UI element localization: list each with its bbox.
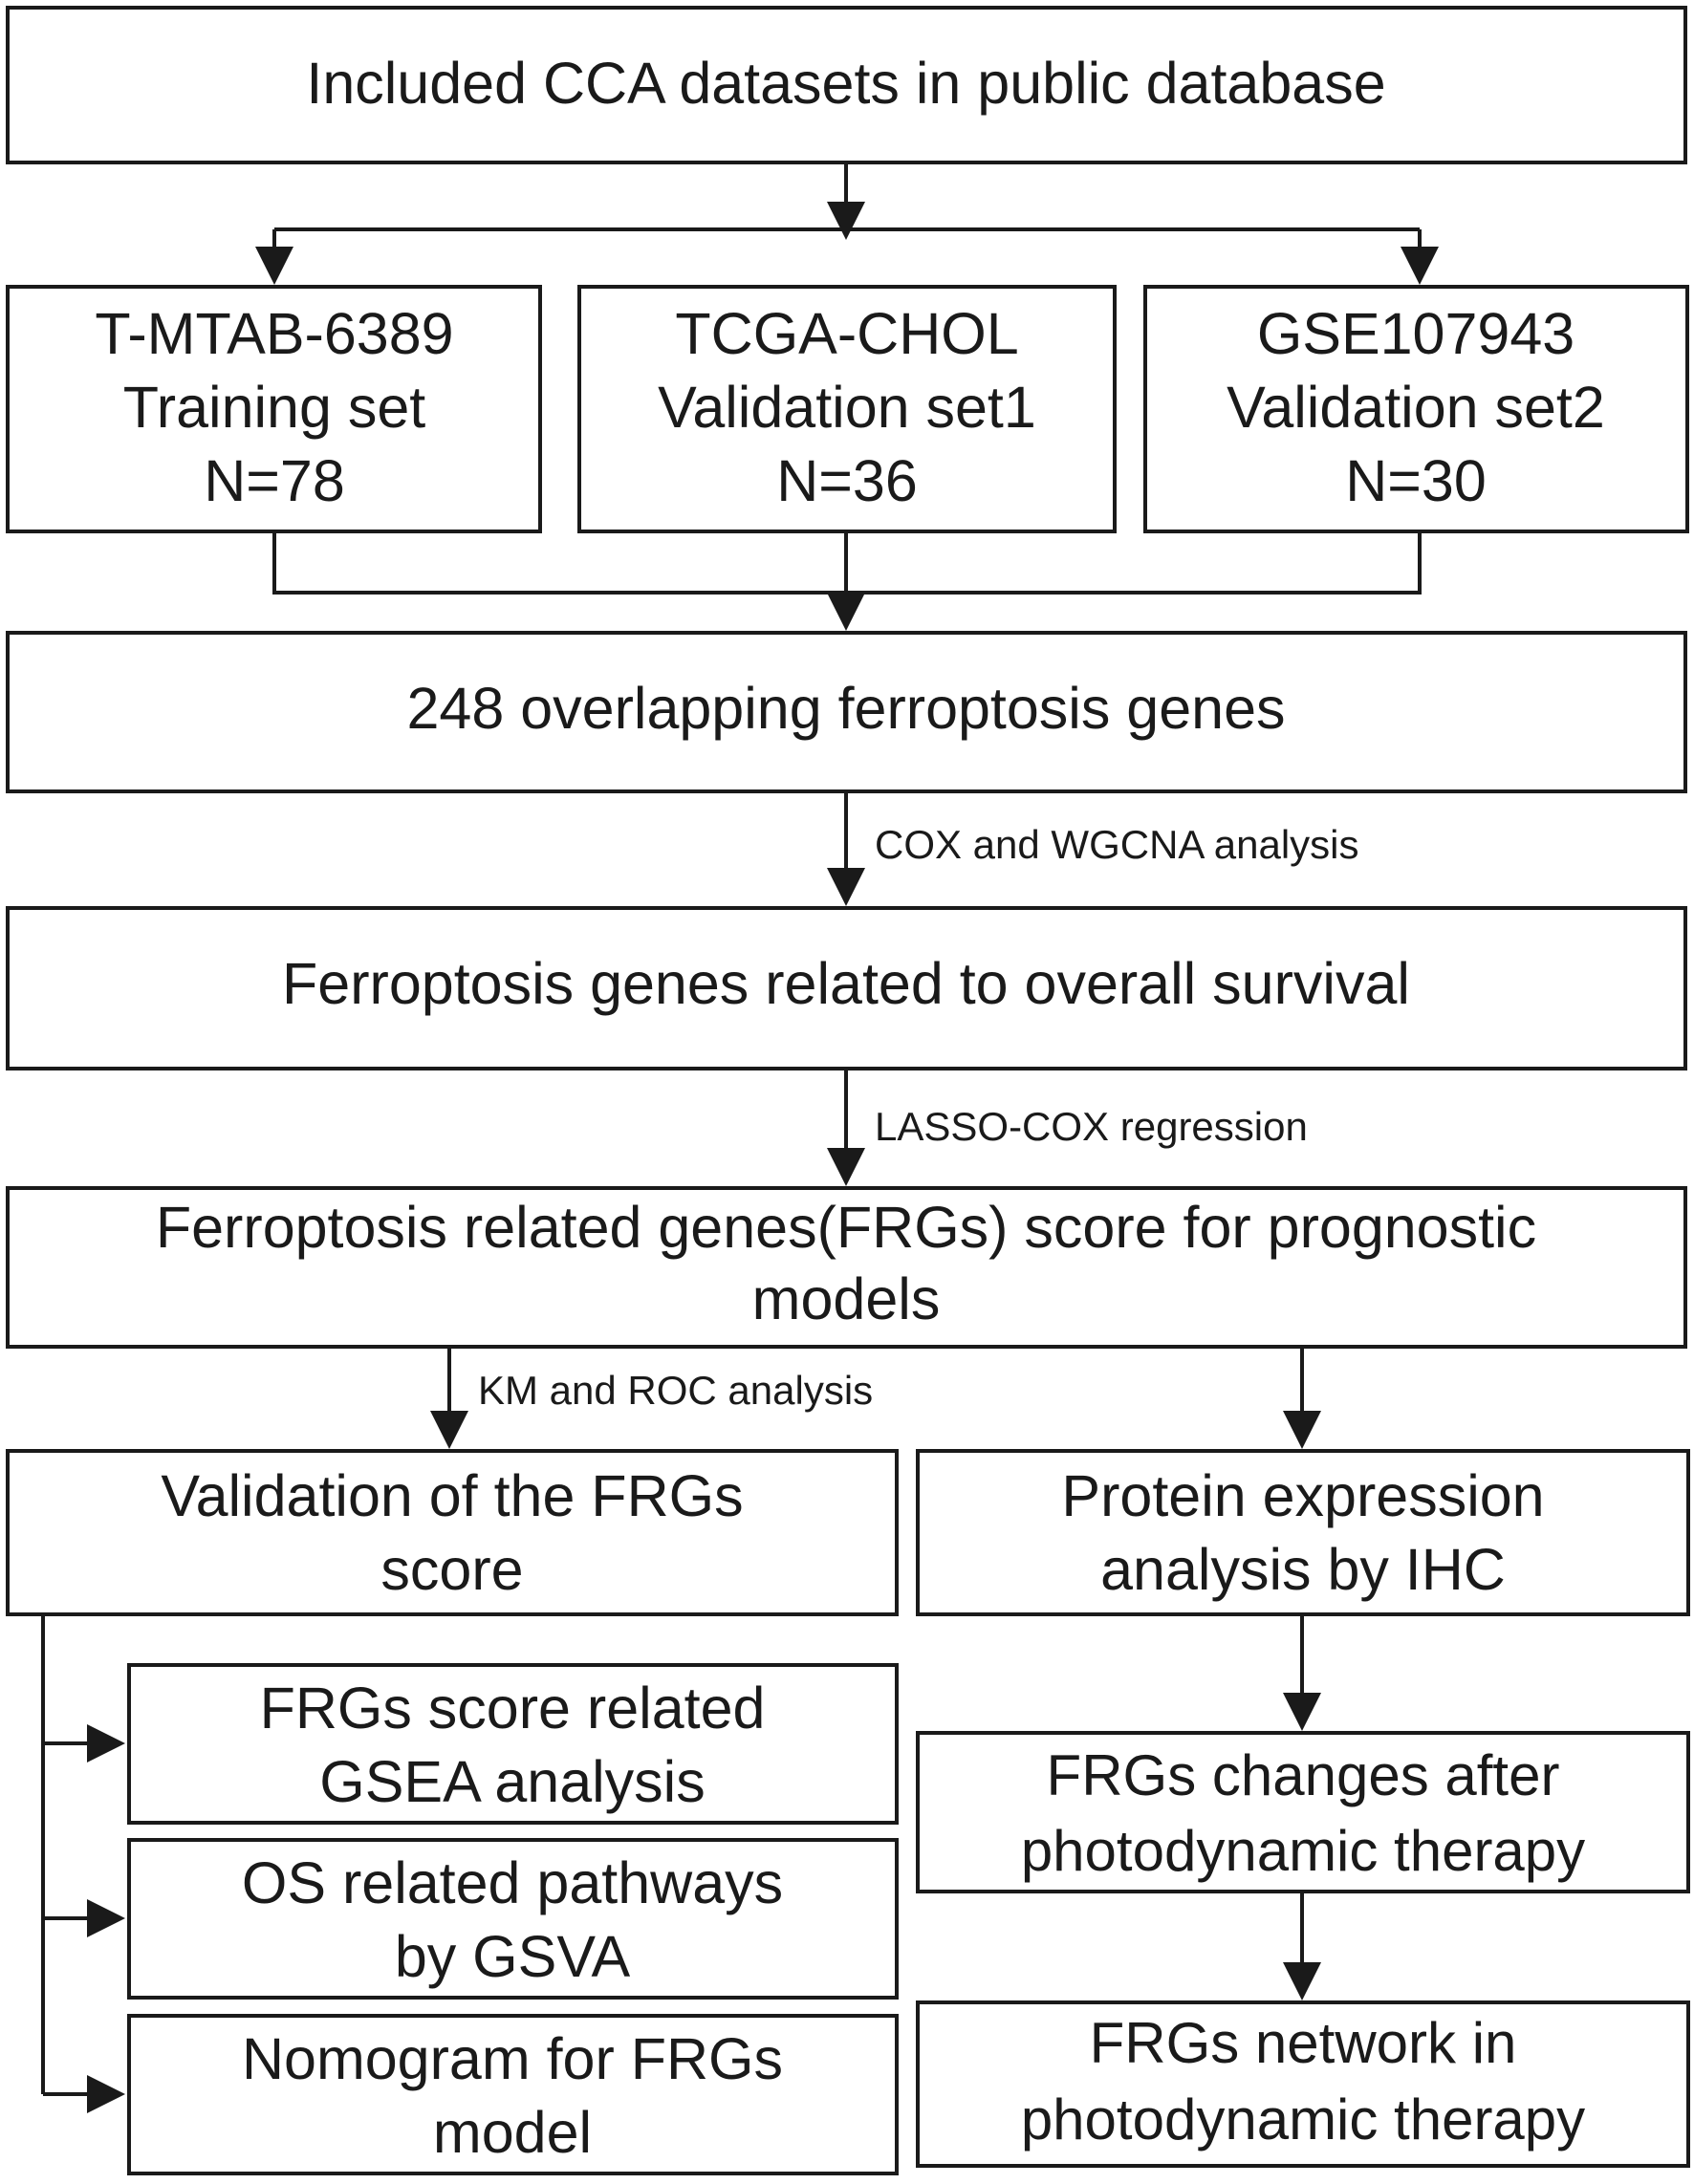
node-gsea-analysis: FRGs score related GSEA analysis	[127, 1663, 899, 1825]
dataset-validation2-line2: Validation set2	[1227, 375, 1605, 440]
node-pdt-network-line2: photodynamic therapy	[1021, 2087, 1585, 2152]
dataset-validation1-line1: TCGA-CHOL	[675, 301, 1018, 366]
node-pdt-network: FRGs network in photodynamic therapy	[916, 2000, 1690, 2168]
node-pdt-network-line1: FRGs network in	[1090, 2011, 1517, 2075]
node-gsva-pathways-line1: OS related pathways	[242, 1850, 783, 1915]
dataset-training-line2: Training set	[123, 375, 425, 440]
node-frgs-score-line2: models	[752, 1266, 941, 1331]
node-gsva-pathways-line2: by GSVA	[395, 1924, 631, 1989]
node-overlap-genes-label: 248 overlapping ferroptosis genes	[407, 676, 1286, 741]
node-gsea-analysis-line2: GSEA analysis	[319, 1749, 705, 1814]
node-validation-frgs: Validation of the FRGs score	[6, 1449, 899, 1616]
edge-cox-wgcna: COX and WGCNA analysis	[827, 793, 1359, 906]
node-nomogram-line2: model	[433, 2100, 592, 2165]
edge-km-roc: KM and ROC analysis	[430, 1349, 873, 1449]
node-protein-expression-line1: Protein expression	[1061, 1463, 1544, 1528]
dataset-validation2-line3: N=30	[1345, 448, 1487, 513]
dataset-validation1-line2: Validation set1	[658, 375, 1036, 440]
node-protein-expression: Protein expression analysis by IHC	[916, 1449, 1690, 1616]
node-nomogram-line1: Nomogram for FRGs	[242, 2026, 783, 2091]
node-survival-genes: Ferroptosis genes related to overall sur…	[6, 906, 1687, 1070]
edge-km-roc-label: KM and ROC analysis	[478, 1368, 873, 1413]
node-dataset-training: T-MTAB-6389 Training set N=78	[6, 285, 542, 533]
dataset-validation2-line1: GSE107943	[1257, 301, 1575, 366]
connector-top-to-datasets	[255, 164, 1439, 285]
edge-lasso-cox-label: LASSO-COX regression	[875, 1104, 1308, 1149]
edge-lasso-cox: LASSO-COX regression	[827, 1070, 1308, 1186]
connector-validation-branches	[41, 1616, 125, 2113]
node-validation-frgs-line2: score	[380, 1537, 523, 1602]
node-gsea-analysis-line1: FRGs score related	[260, 1676, 766, 1741]
node-protein-expression-line2: analysis by IHC	[1100, 1537, 1506, 1602]
node-overlap-genes: 248 overlapping ferroptosis genes	[6, 631, 1687, 793]
node-cca-datasets: Included CCA datasets in public database	[6, 6, 1687, 164]
node-frgs-score-line1: Ferroptosis related genes(FRGs) score fo…	[156, 1195, 1536, 1260]
node-cca-datasets-label: Included CCA datasets in public database	[306, 51, 1385, 116]
node-nomogram: Nomogram for FRGs model	[127, 2014, 899, 2175]
node-validation-frgs-line1: Validation of the FRGs	[161, 1463, 743, 1528]
dataset-validation1-line3: N=36	[776, 448, 918, 513]
node-pdt-changes: FRGs changes after photodynamic therapy	[916, 1731, 1690, 1893]
dataset-training-line3: N=78	[204, 448, 345, 513]
node-frgs-score: Ferroptosis related genes(FRGs) score fo…	[6, 1186, 1687, 1349]
node-gsva-pathways: OS related pathways by GSVA	[127, 1838, 899, 2000]
node-dataset-validation1: TCGA-CHOL Validation set1 N=36	[577, 285, 1117, 533]
node-pdt-changes-line1: FRGs changes after	[1047, 1743, 1560, 1807]
node-pdt-changes-line2: photodynamic therapy	[1021, 1819, 1585, 1883]
node-survival-genes-label: Ferroptosis genes related to overall sur…	[282, 951, 1410, 1016]
edge-cox-wgcna-label: COX and WGCNA analysis	[875, 822, 1359, 867]
connector-datasets-to-overlap	[272, 533, 1422, 631]
node-dataset-validation2: GSE107943 Validation set2 N=30	[1143, 285, 1689, 533]
dataset-training-line1: T-MTAB-6389	[95, 301, 453, 366]
